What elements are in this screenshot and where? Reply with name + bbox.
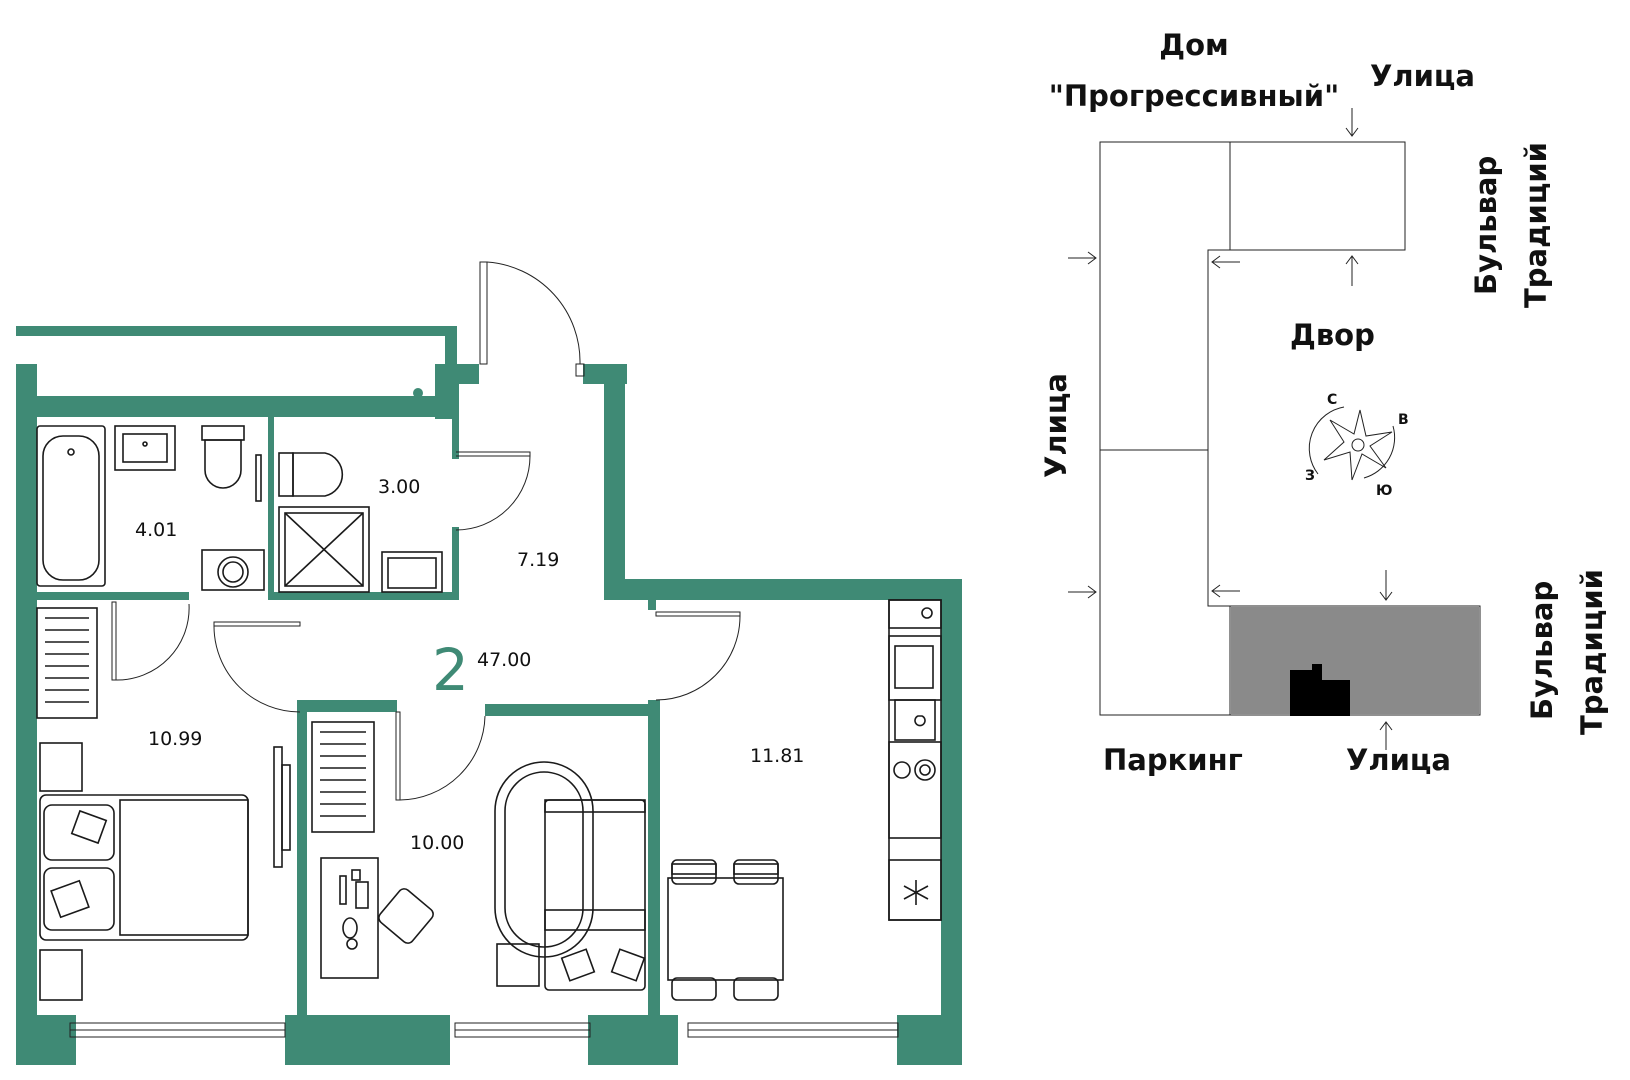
toilet	[201, 425, 262, 502]
balcony-light-icon	[413, 388, 423, 398]
area-kitchen: 11.81	[750, 745, 804, 767]
kitchen-counter	[888, 599, 942, 921]
compass-north: С	[1327, 392, 1337, 408]
compass-south: Ю	[1376, 483, 1392, 499]
armchair-oval	[494, 761, 646, 991]
building-name-line1: Дом	[1159, 28, 1228, 62]
fridge-snowflake-icon	[903, 880, 929, 905]
walls	[16, 326, 962, 1065]
area-bedroom: 10.99	[148, 728, 202, 750]
wc-toilet	[278, 452, 344, 497]
shower	[278, 506, 370, 593]
entrance-door	[479, 261, 585, 377]
nightstands	[39, 742, 83, 1001]
area-wc: 3.00	[378, 476, 420, 498]
washing-machine	[201, 549, 265, 591]
inner-doors	[111, 451, 741, 801]
wc-sink	[381, 551, 443, 593]
label-boulevard-bottom-line2: Традиций	[1575, 569, 1609, 735]
area-hall: 7.19	[517, 549, 559, 571]
apartment-marker	[1290, 664, 1350, 716]
label-street-bottom: Улица	[1346, 743, 1451, 777]
desk	[320, 857, 379, 979]
room-count: 2	[432, 636, 469, 704]
bed	[39, 794, 249, 941]
tv	[273, 746, 291, 868]
label-street-left: Улица	[1039, 373, 1073, 478]
site-plan: С В Ю З Дом "Прогрессивный" Улица Двор П…	[1039, 28, 1609, 777]
label-street-top: Улица	[1370, 59, 1475, 93]
label-parking: Паркинг	[1103, 743, 1243, 777]
label-courtyard: Двор	[1290, 318, 1375, 352]
building-name-line2: "Прогрессивный"	[1049, 79, 1339, 113]
area-bathroom: 4.01	[135, 519, 177, 541]
building-outline	[1099, 141, 1481, 716]
highlighted-section	[1231, 607, 1479, 714]
compass-east: В	[1398, 412, 1409, 428]
compass-west: З	[1305, 468, 1315, 484]
sink	[114, 425, 176, 471]
label-boulevard-bottom-line1: Бульвар	[1525, 581, 1559, 720]
entrance-arrows	[1068, 108, 1393, 750]
compass-icon	[1308, 406, 1396, 481]
total-area: 47.00	[477, 649, 531, 671]
area-study: 10.00	[410, 832, 464, 854]
label-boulevard-top-line2: Традиций	[1519, 142, 1553, 308]
desk-chair	[378, 888, 434, 944]
windows	[69, 1022, 899, 1038]
label-boulevard-top-line1: Бульвар	[1469, 156, 1503, 295]
radiators	[36, 607, 375, 833]
floor-plan: 4.01 3.00 7.19 10.99 10.00 11.81 2 47.00	[16, 261, 962, 1065]
dining-table	[667, 859, 784, 1001]
bathtub	[36, 425, 106, 587]
